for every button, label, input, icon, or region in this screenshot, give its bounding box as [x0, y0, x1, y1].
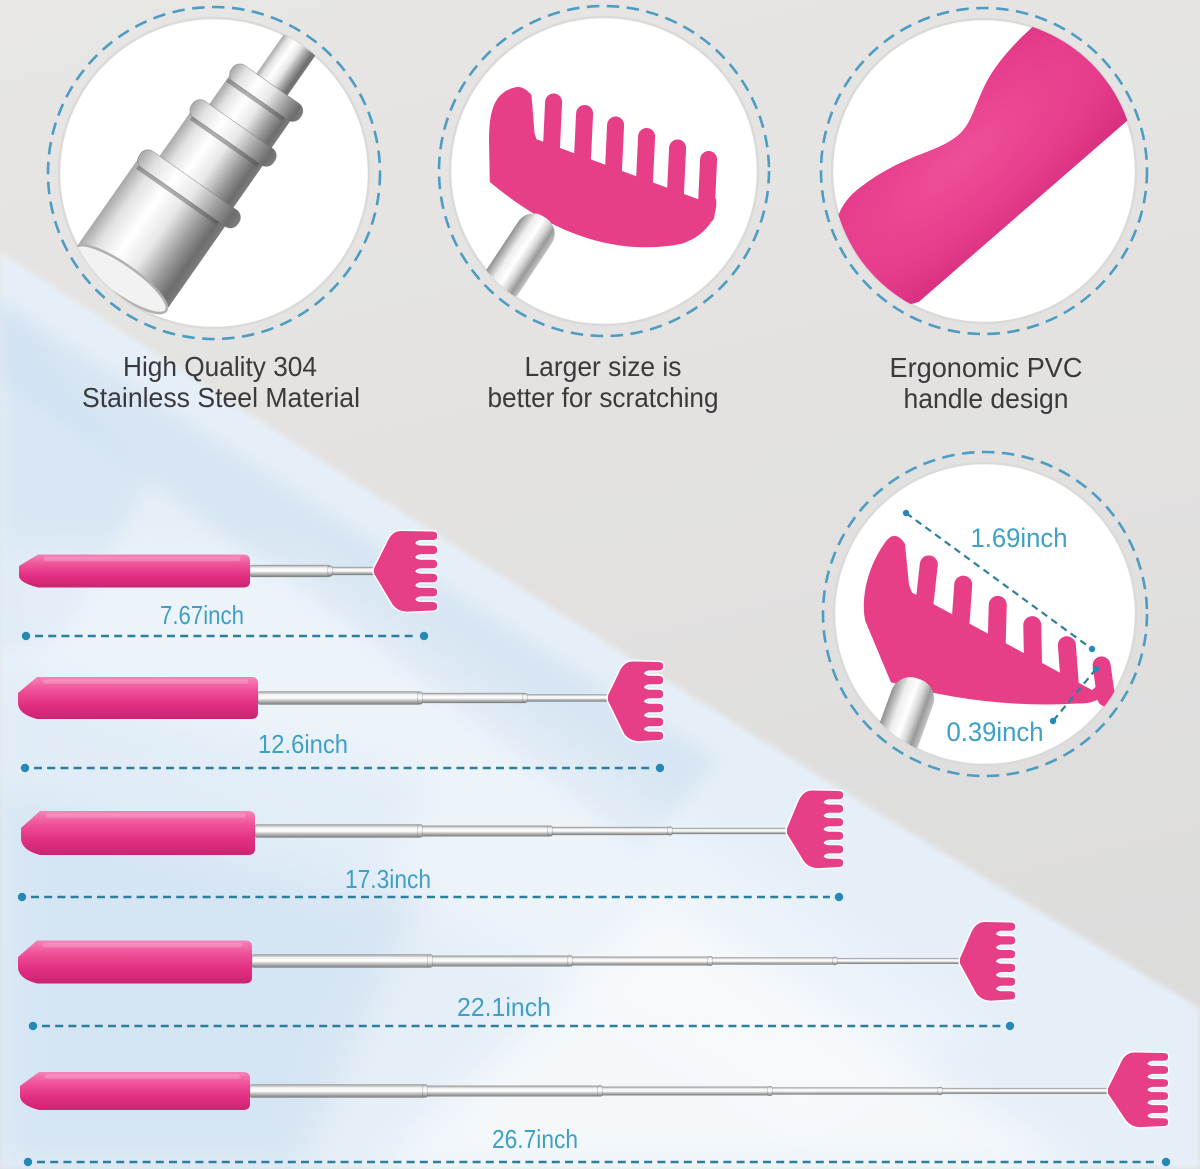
svg-text:0.39inch: 0.39inch [947, 717, 1044, 747]
svg-text:26.7inch: 26.7inch [492, 1124, 578, 1154]
svg-text:Ergonomic PVC: Ergonomic PVC [890, 352, 1083, 383]
svg-text:22.1inch: 22.1inch [457, 992, 551, 1022]
svg-text:handle design: handle design [904, 383, 1069, 414]
svg-text:better for scratching: better for scratching [488, 382, 719, 413]
svg-text:Larger size is: Larger size is [525, 351, 682, 382]
svg-text:17.3inch: 17.3inch [345, 864, 431, 894]
svg-text:High Quality 304: High Quality 304 [123, 351, 317, 382]
svg-text:12.6inch: 12.6inch [258, 729, 348, 759]
svg-text:7.67inch: 7.67inch [160, 600, 244, 630]
svg-text:1.69inch: 1.69inch [971, 523, 1068, 553]
svg-text:Stainless Steel Material: Stainless Steel Material [82, 382, 360, 413]
